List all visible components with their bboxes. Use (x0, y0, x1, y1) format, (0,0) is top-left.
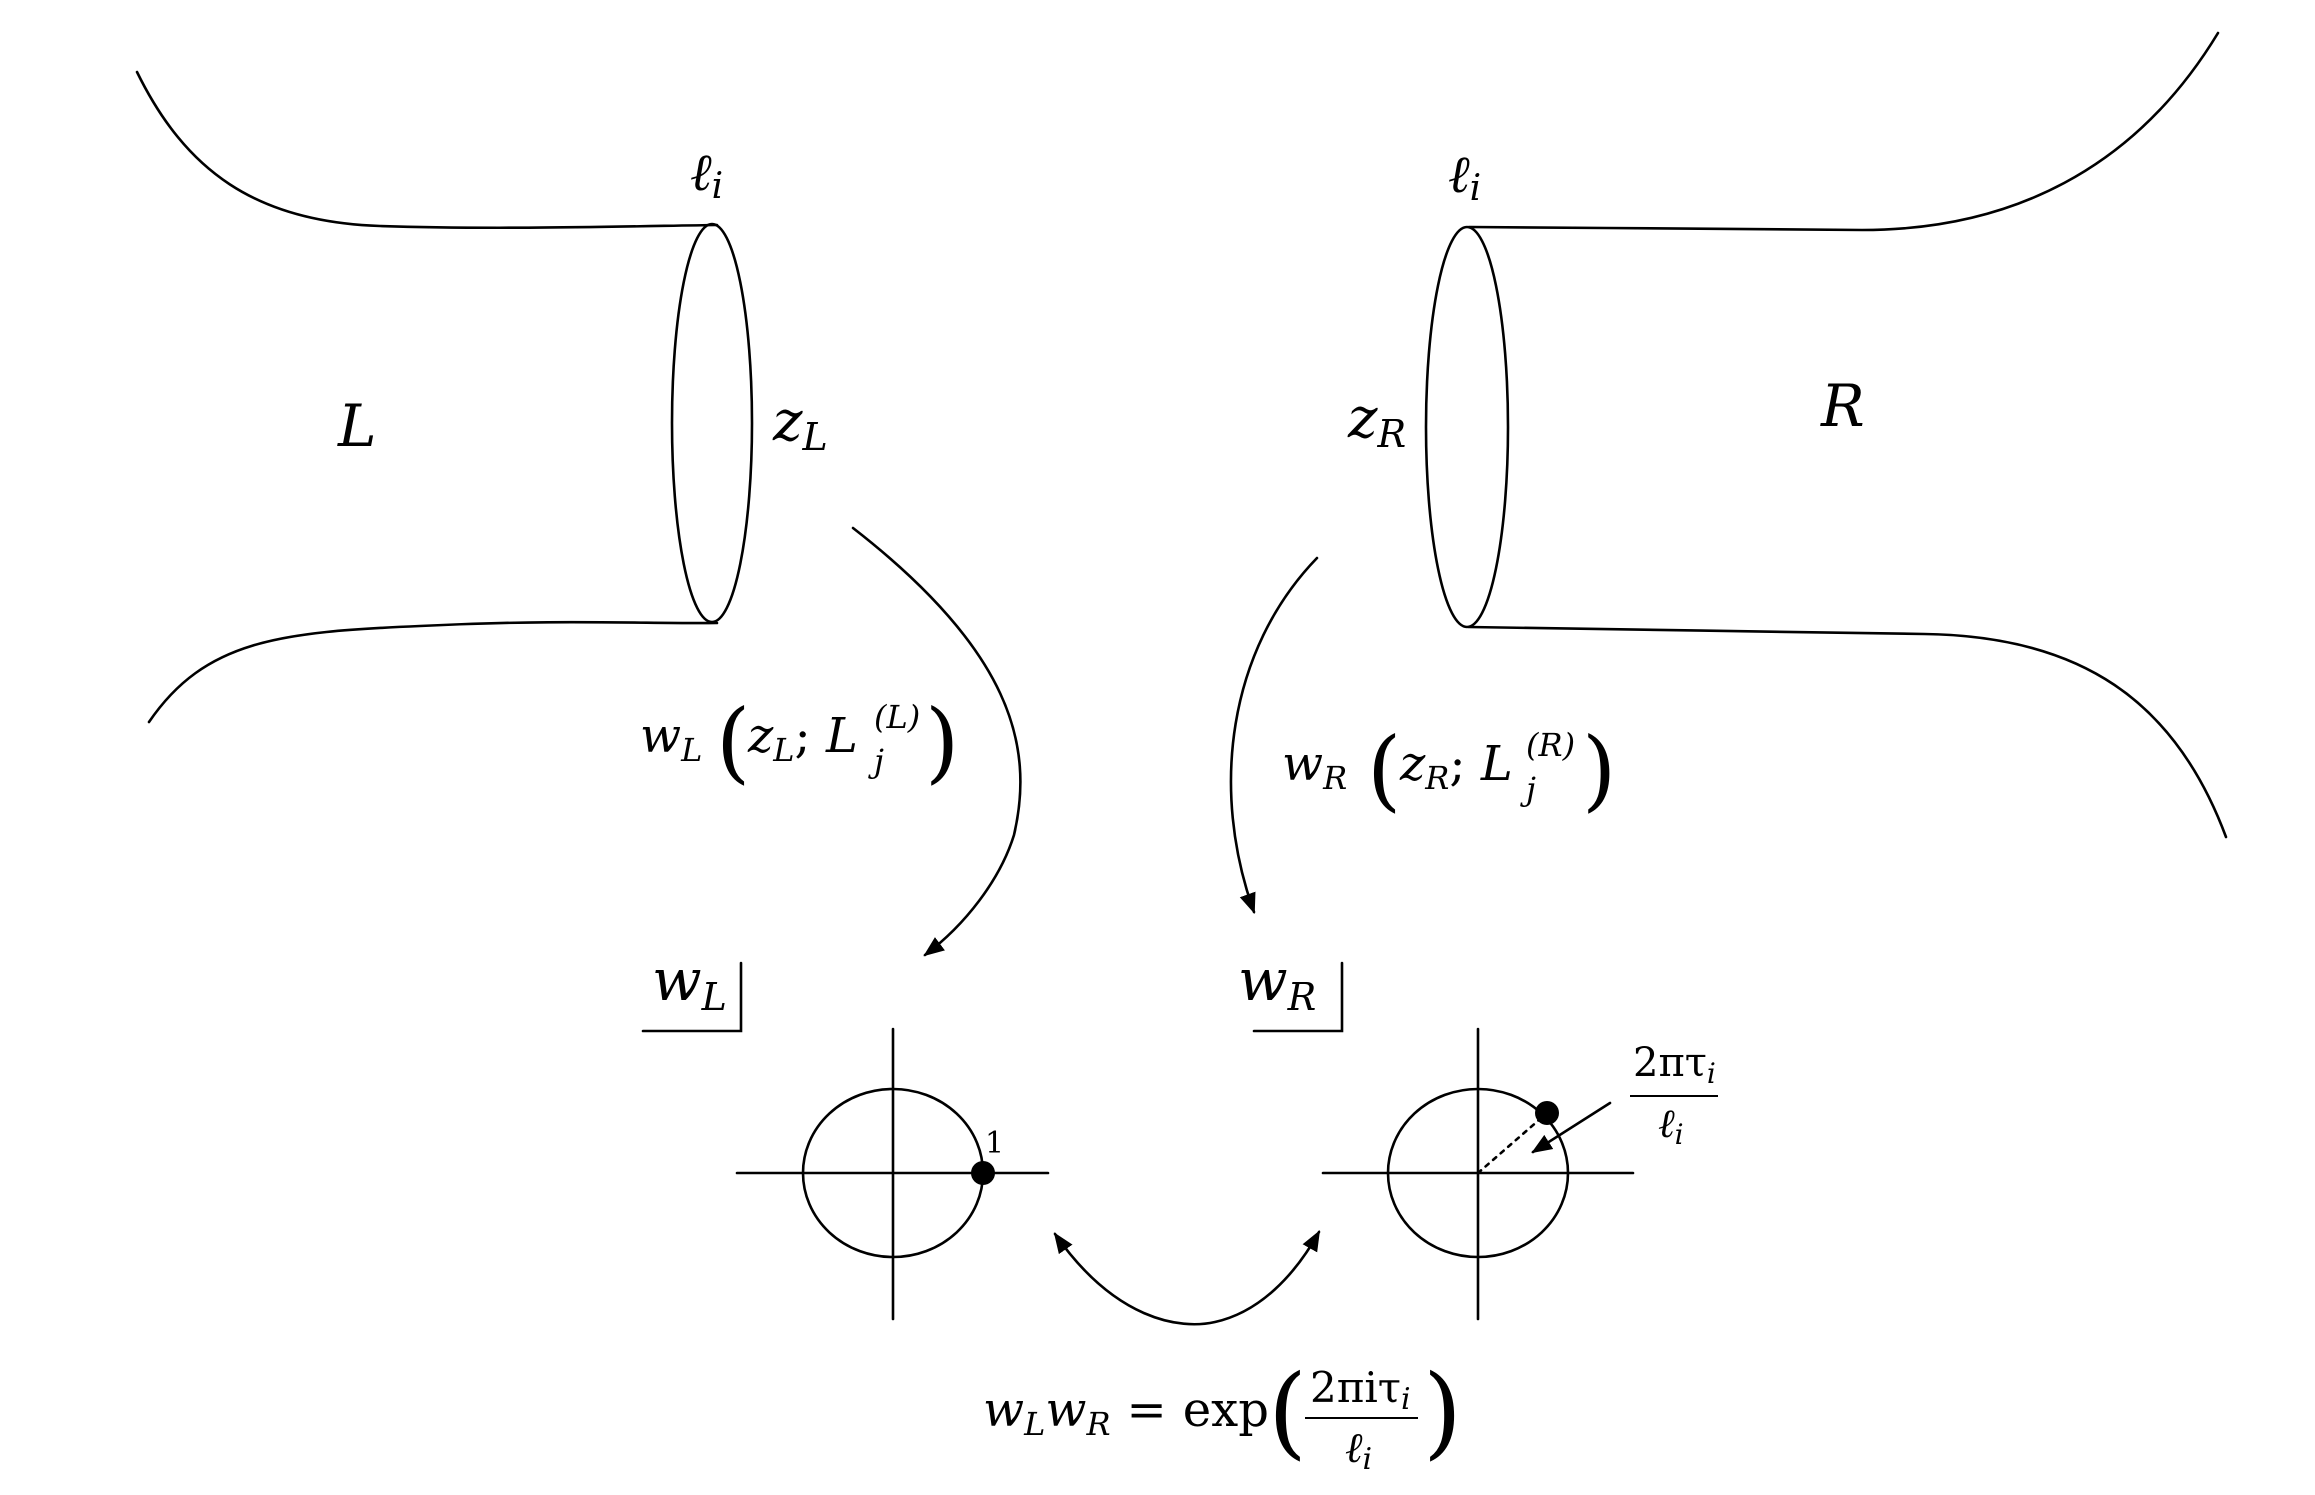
left-curve-label: ℓi (690, 143, 723, 207)
svg-text:zR; L: zR; L (1399, 736, 1513, 797)
svg-text:zL; L: zL; L (747, 708, 858, 769)
gluing-double-arrow (1053, 1230, 1321, 1326)
right-boundary-curve (1424, 225, 1510, 629)
svg-text:2πτi: 2πτi (1633, 1040, 1716, 1090)
unit-point-label: 1 (985, 1126, 1004, 1161)
left-region-label: L (337, 392, 377, 460)
twist-pointer-arrow (1531, 1101, 1612, 1154)
svg-text:(R): (R) (1526, 726, 1575, 764)
left-surface-top-edge (135, 70, 719, 230)
left-marked-point (971, 1161, 995, 1185)
svg-text:(L): (L) (874, 698, 920, 736)
svg-text:(: ( (1268, 1353, 1307, 1470)
svg-text:2πiτi: 2πiτi (1310, 1363, 1411, 1417)
left-map-formula: wL ( zL; L (L) j ) (640, 690, 959, 793)
svg-text:ℓi: ℓi (1345, 1423, 1372, 1477)
right-coordinate-label: zR (1347, 386, 1406, 456)
right-map-arrow (1229, 556, 1319, 914)
svg-text:ℓi: ℓi (1658, 1101, 1684, 1151)
svg-text:): ) (1423, 1353, 1462, 1470)
right-marked-point (1535, 1101, 1559, 1125)
svg-text:): ) (925, 690, 959, 793)
left-map-arrow (851, 526, 1022, 957)
left-plane-corner (641, 961, 743, 1033)
left-coordinate-label: zL (772, 389, 828, 459)
gluing-relation: wLwR=exp ( 2πiτi ℓi ) (983, 1353, 1462, 1477)
right-surface-top-edge (1467, 31, 2220, 232)
svg-text:j: j (1520, 770, 1536, 808)
svg-text:(: ( (716, 690, 750, 793)
svg-text:): ) (1582, 718, 1616, 821)
left-surface-bottom-edge (147, 620, 719, 724)
twist-radius (1476, 1111, 1549, 1175)
svg-text:(: ( (1367, 718, 1401, 821)
right-curve-label: ℓi (1448, 145, 1481, 209)
svg-text:wR: wR (1282, 736, 1347, 797)
twist-angle-label: 2πτi ℓi (1630, 1040, 1718, 1151)
left-boundary-curve (670, 222, 754, 624)
right-surface-bottom-edge (1467, 625, 2228, 839)
left-plane-label: wL (652, 946, 727, 1019)
right-region-label: R (1820, 372, 1865, 440)
svg-text:wL: wL (640, 708, 702, 769)
right-plane-label: wR (1238, 946, 1316, 1019)
right-plane-corner (1252, 961, 1344, 1033)
right-map-formula: wR ( zR; L (R) j ) (1282, 718, 1616, 821)
svg-text:j: j (868, 742, 884, 780)
svg-text:wLwR=exp: wLwR=exp (983, 1382, 1269, 1443)
right-unit-circle (1386, 1087, 1570, 1259)
